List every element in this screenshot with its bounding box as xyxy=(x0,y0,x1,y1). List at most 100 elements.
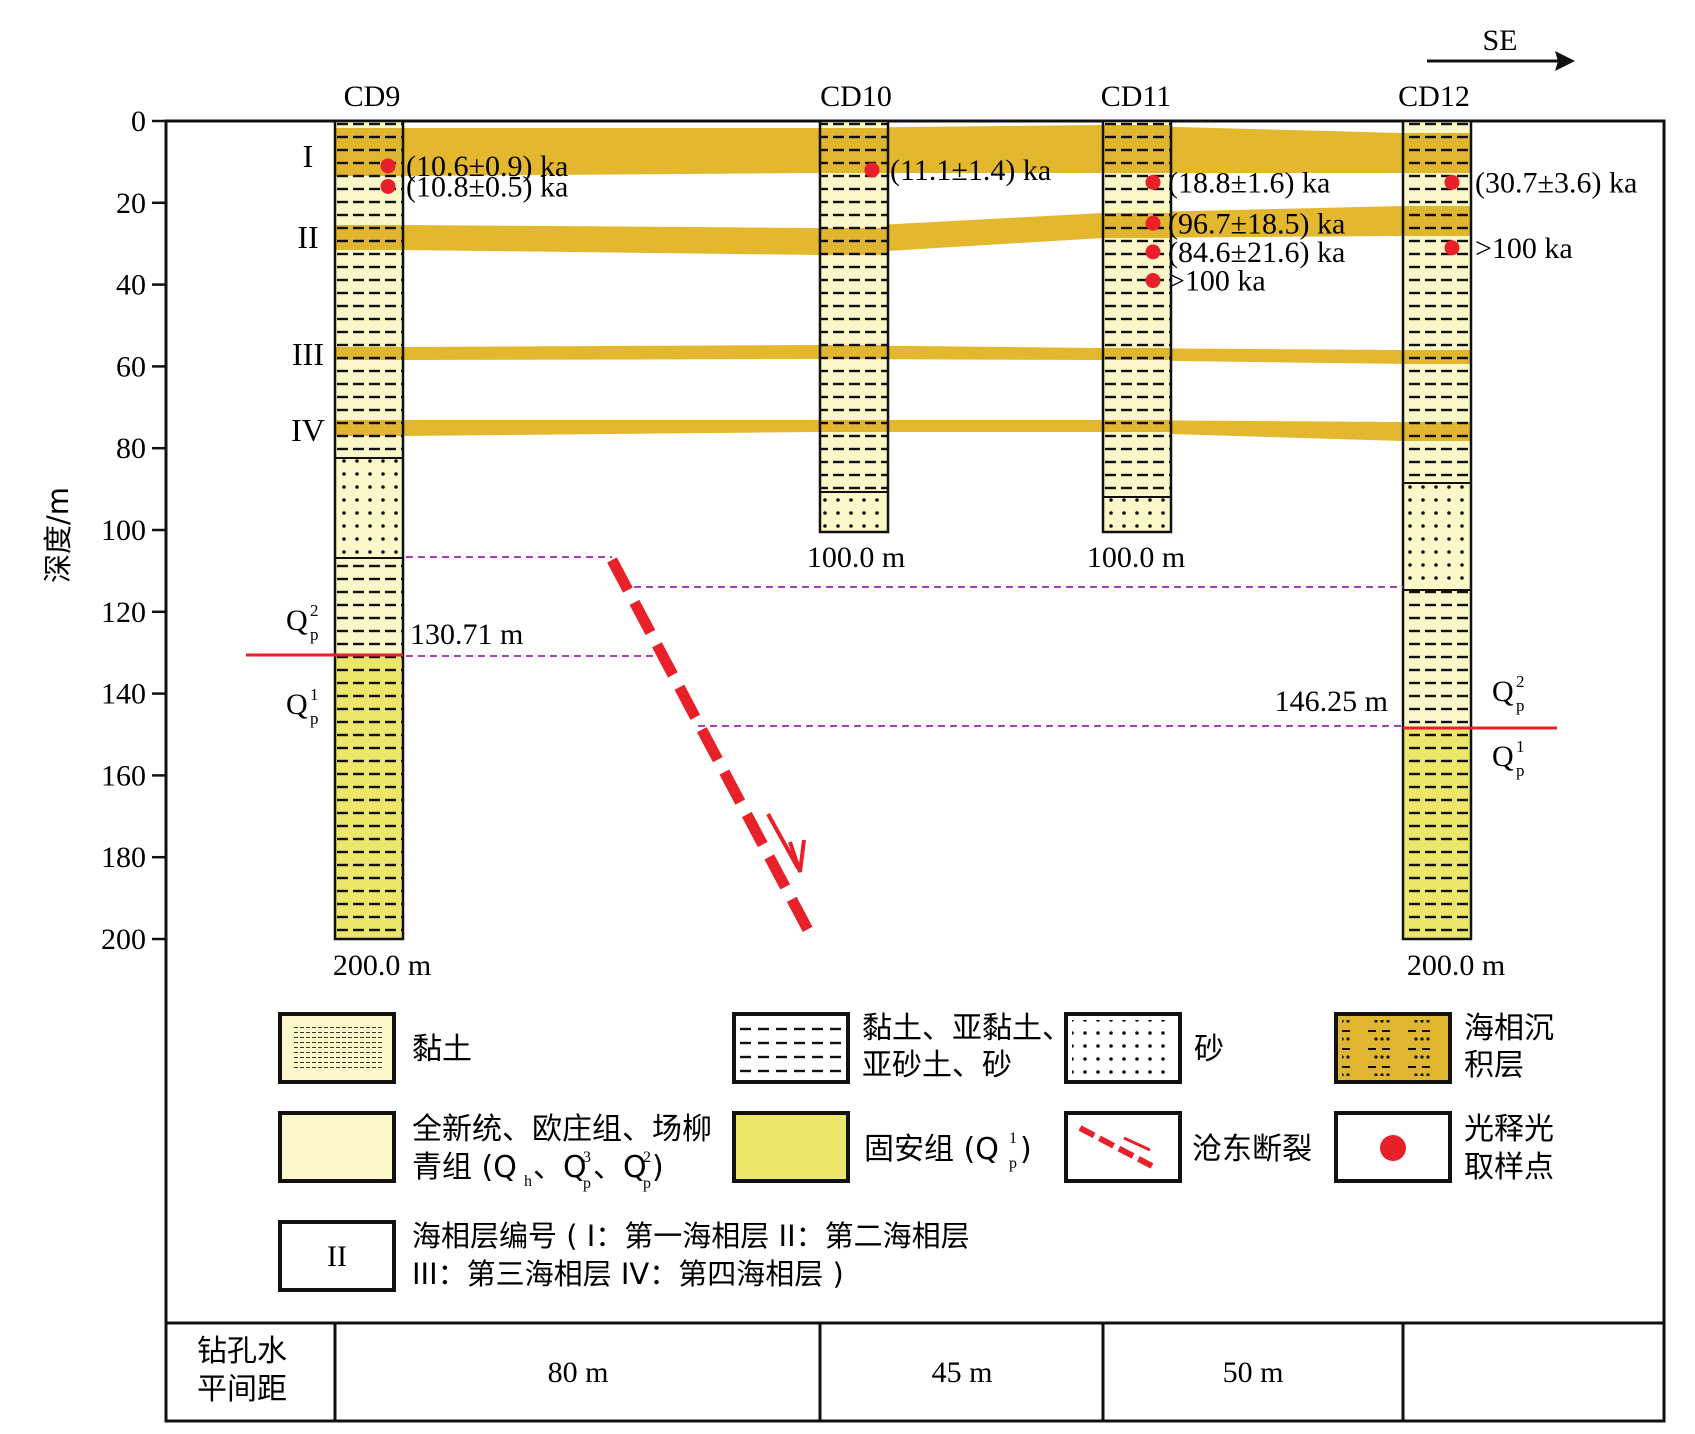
legend-label-fault: 沧东断裂 xyxy=(1192,1132,1312,1167)
legend-label-holocene-1: 全新统、欧庄组、场柳 xyxy=(412,1112,712,1147)
legend-label-marine-2: 积层 xyxy=(1464,1048,1524,1083)
cd9-dash-pattern-upper xyxy=(335,121,403,458)
osl-sample-dot xyxy=(380,158,396,174)
legend-swatch-guan-an xyxy=(732,1111,850,1183)
osl-sample-dot xyxy=(1145,244,1161,260)
cd9-total-depth: 200.0 m xyxy=(333,949,431,982)
borehole-CD12 xyxy=(1401,119,1473,941)
osl-sample-dot xyxy=(380,178,396,194)
stratum-label-q1-left: Q 1 p xyxy=(286,685,319,728)
svg-text:Q: Q xyxy=(1492,740,1514,773)
cd12-dash-pattern-upper xyxy=(1403,121,1471,483)
direction-indicator: SE xyxy=(1427,24,1575,71)
legend-swatch-fault xyxy=(1064,1111,1182,1183)
cd12-outline xyxy=(1401,119,1473,941)
svg-text:h: h xyxy=(524,1173,532,1190)
borehole-CD11 xyxy=(1101,119,1173,534)
legend-label-holocene-2: 青组 (Q h 、Q 3 p 、Q 2 p ) xyxy=(412,1149,664,1192)
axis-tick-label: 40 xyxy=(116,269,146,302)
osl-sample-age: >100 ka xyxy=(1475,232,1573,265)
svg-text:3: 3 xyxy=(583,1149,591,1166)
svg-text:p: p xyxy=(1516,761,1525,780)
legend-label-sand: 砂 xyxy=(1194,1032,1224,1067)
osl-sample-age: (18.8±1.6) ka xyxy=(1168,166,1330,199)
distance-cd9-cd10: 80 m xyxy=(548,1356,609,1389)
svg-text:青组 (Q: 青组 (Q xyxy=(412,1150,517,1185)
legend-label-mixed-1: 黏土、亚黏土、 xyxy=(862,1011,1072,1046)
osl-sample-dot xyxy=(1145,174,1161,190)
cd12-boundary-depth: 146.25 m xyxy=(1275,685,1388,718)
svg-text:Q: Q xyxy=(286,604,308,637)
axis-tick-label: 20 xyxy=(116,187,146,220)
svg-text:固安组 (Q: 固安组 (Q xyxy=(864,1132,999,1167)
axis-tick-label: 120 xyxy=(101,596,146,629)
fault-motion-arrowhead xyxy=(788,839,806,873)
distance-header-1: 钻孔水 xyxy=(197,1334,287,1369)
osl-sample-dot xyxy=(864,162,880,178)
axis-tick-label: 140 xyxy=(101,678,146,711)
marine-label-II: II xyxy=(297,219,318,255)
legend-swatch-holocene xyxy=(278,1111,396,1183)
correlation-lines xyxy=(406,556,1403,727)
borehole-name-cd10: CD10 xyxy=(820,80,892,113)
axis-tick-label: 160 xyxy=(101,759,146,792)
cd9-outline xyxy=(333,119,405,941)
osl-sample-dot xyxy=(1145,215,1161,231)
osl-dot-icon xyxy=(1380,1135,1406,1161)
svg-text:、Q: 、Q xyxy=(593,1150,647,1185)
cd11-sand-pattern xyxy=(1103,497,1171,532)
osl-sample-age: (84.6±21.6) ka xyxy=(1168,236,1345,269)
depth-axis-label: 深度/m xyxy=(41,487,75,583)
svg-text:2: 2 xyxy=(310,601,319,620)
cd9-boundary-depth: 130.71 m xyxy=(410,618,523,651)
cd11-outline xyxy=(1101,119,1173,534)
cd12-sand-pattern xyxy=(1403,483,1471,590)
svg-text:Q: Q xyxy=(286,688,308,721)
direction-arrow-head xyxy=(1555,51,1575,71)
borehole-name-cd12: CD12 xyxy=(1398,80,1470,113)
osl-sample-age: (10.8±0.5) ka xyxy=(406,170,568,203)
osl-sample-age: >100 ka xyxy=(1168,265,1266,298)
legend-label-osl-2: 取样点 xyxy=(1464,1150,1554,1185)
borehole-CD9 xyxy=(333,119,405,941)
osl-sample-age: (10.6±0.9) ka xyxy=(406,150,568,183)
cd10-outline xyxy=(818,119,890,534)
cd11-total-depth: 100.0 m xyxy=(1087,541,1185,574)
marine-label-IV: IV xyxy=(291,412,325,448)
osl-sample-age: (11.1±1.4) ka xyxy=(890,154,1051,187)
cd12-total-depth: 200.0 m xyxy=(1407,949,1505,982)
fault-legend-icon xyxy=(1078,1125,1154,1169)
svg-text:p: p xyxy=(643,1175,651,1192)
legend-label-marine-1: 海相沉 xyxy=(1464,1011,1554,1046)
legend-swatch-marine-number xyxy=(278,1220,396,1292)
marine-band-IV xyxy=(403,420,1403,441)
distance-cd11-cd12: 50 m xyxy=(1223,1356,1284,1389)
axis-tick-label: 200 xyxy=(101,923,146,956)
borehole-CD10 xyxy=(818,119,890,534)
stratum-label-q1-right: Q 1 p xyxy=(1492,737,1525,780)
svg-text:1: 1 xyxy=(1516,737,1525,756)
osl-sample-age: (30.7±3.6) ka xyxy=(1475,166,1637,199)
legend-label-clay: 黏土 xyxy=(412,1032,472,1067)
svg-text:p: p xyxy=(583,1175,591,1192)
axis-tick-label: 0 xyxy=(131,105,146,138)
distance-header-2: 平间距 xyxy=(197,1372,287,1407)
cd9-dash-pattern-lower xyxy=(335,558,403,939)
svg-text:2: 2 xyxy=(1516,672,1525,691)
borehole-name-cd9: CD9 xyxy=(344,80,401,113)
svg-text:1: 1 xyxy=(310,685,319,704)
svg-text:、Q: 、Q xyxy=(533,1150,587,1185)
axis-tick-label: 80 xyxy=(116,432,146,465)
fault-line xyxy=(607,557,813,933)
svg-text:2: 2 xyxy=(643,1149,651,1166)
axis-tick-label: 100 xyxy=(101,514,146,547)
stratum-label-q2-right: Q 2 p xyxy=(1492,672,1525,715)
osl-sample-dot xyxy=(1444,240,1460,256)
osl-samples: (10.6±0.9) ka(10.8±0.5) ka (11.1±1.4) ka (… xyxy=(380,150,1637,298)
legend: 黏土 黏土、亚黏土、 亚砂土、砂 砂 海相沉 积层 全新统、欧庄组、场柳 青组 … xyxy=(278,1011,1554,1292)
marine-label-III: III xyxy=(292,336,324,372)
cd11-dash-pattern xyxy=(1103,121,1171,497)
cd10-total-depth: 100.0 m xyxy=(807,541,905,574)
fault-motion-arrow xyxy=(766,813,800,869)
